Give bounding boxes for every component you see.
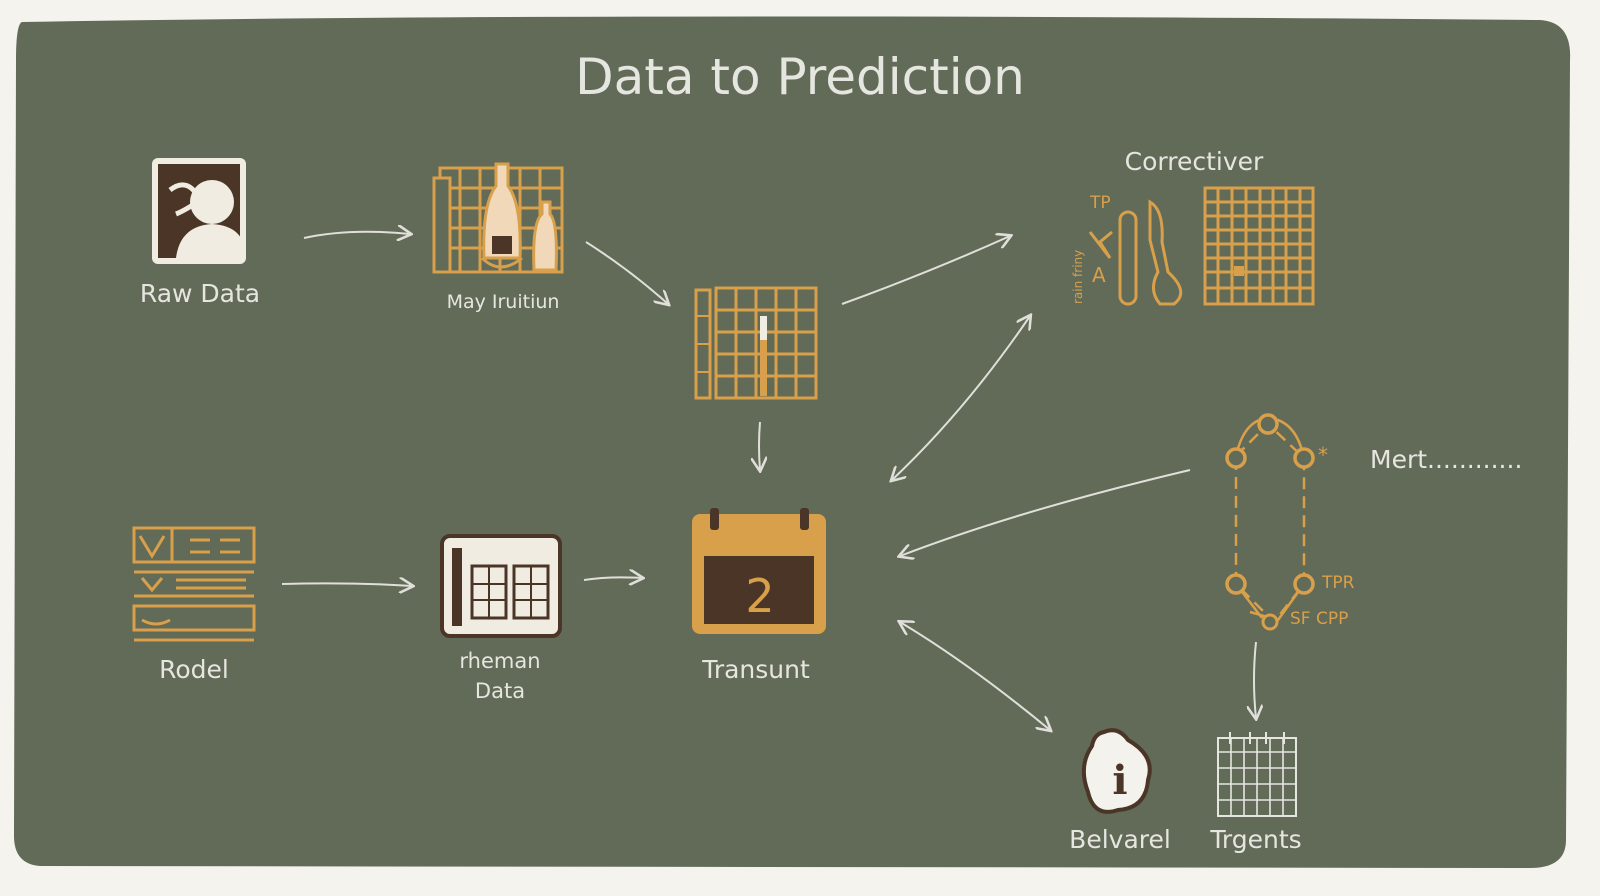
arrow-rodel-to-window — [281, 583, 412, 586]
node-label-raw-data: Raw Data — [140, 279, 260, 308]
annotation-tpr: TPR — [1321, 573, 1355, 593]
node-label-correctiver: Correctiver — [1125, 147, 1264, 176]
arrow-raw-to-bottles — [303, 232, 410, 238]
node-label-mert: Mert............ — [1370, 445, 1522, 474]
annotation-tp: TP — [1089, 193, 1111, 213]
diagram-title: Data to Prediction — [575, 48, 1025, 106]
annotation-a: A — [1092, 263, 1106, 287]
node-label-belvarel: Belvarel — [1069, 825, 1171, 854]
info-glyph: i — [1112, 757, 1127, 804]
arrow-grid-to-correctiver — [841, 236, 1010, 305]
info-badge-icon: i — [1081, 728, 1152, 814]
node-label-rheman-line1: rheman — [459, 649, 540, 673]
person-icon — [152, 158, 246, 264]
arrow-calendar-correctiver — [892, 316, 1030, 480]
chart-grid-icon: TP rain friny A — [1071, 186, 1315, 306]
pencil-grid-icon — [694, 286, 818, 400]
arrow-grid-to-calendar — [759, 421, 760, 470]
arrow-bottles-to-grid — [585, 241, 668, 304]
list-panel-icon — [132, 526, 256, 642]
table-grid-icon — [1217, 732, 1297, 817]
bottles-grid-icon — [432, 162, 564, 274]
arrow-network-to-trgents — [1254, 641, 1256, 718]
annotation-side-text: rain friny — [1071, 250, 1085, 304]
annotation-star: * — [1318, 443, 1328, 467]
arrow-calendar-belvarel — [900, 622, 1050, 730]
node-label-rodel: Rodel — [159, 655, 229, 684]
calendar-icon: 2 — [692, 508, 826, 634]
node-label-trgents: Trgents — [1209, 825, 1301, 854]
node-label-rheman-line2: Data — [475, 679, 525, 703]
node-label-may-iruitiun: May Iruitiun — [447, 291, 560, 313]
chalkboard — [14, 16, 1571, 868]
network-icon: * TPR SF CPP — [1225, 413, 1355, 631]
window-grid-icon — [440, 534, 562, 638]
node-label-transunt: Transunt — [701, 655, 810, 684]
arrow-window-to-calendar — [583, 577, 642, 580]
arrow-network-to-calendar — [900, 469, 1191, 556]
connectors — [281, 232, 1256, 730]
annotation-sf-cpp: SF CPP — [1290, 609, 1348, 629]
calendar-number: 2 — [745, 569, 774, 623]
